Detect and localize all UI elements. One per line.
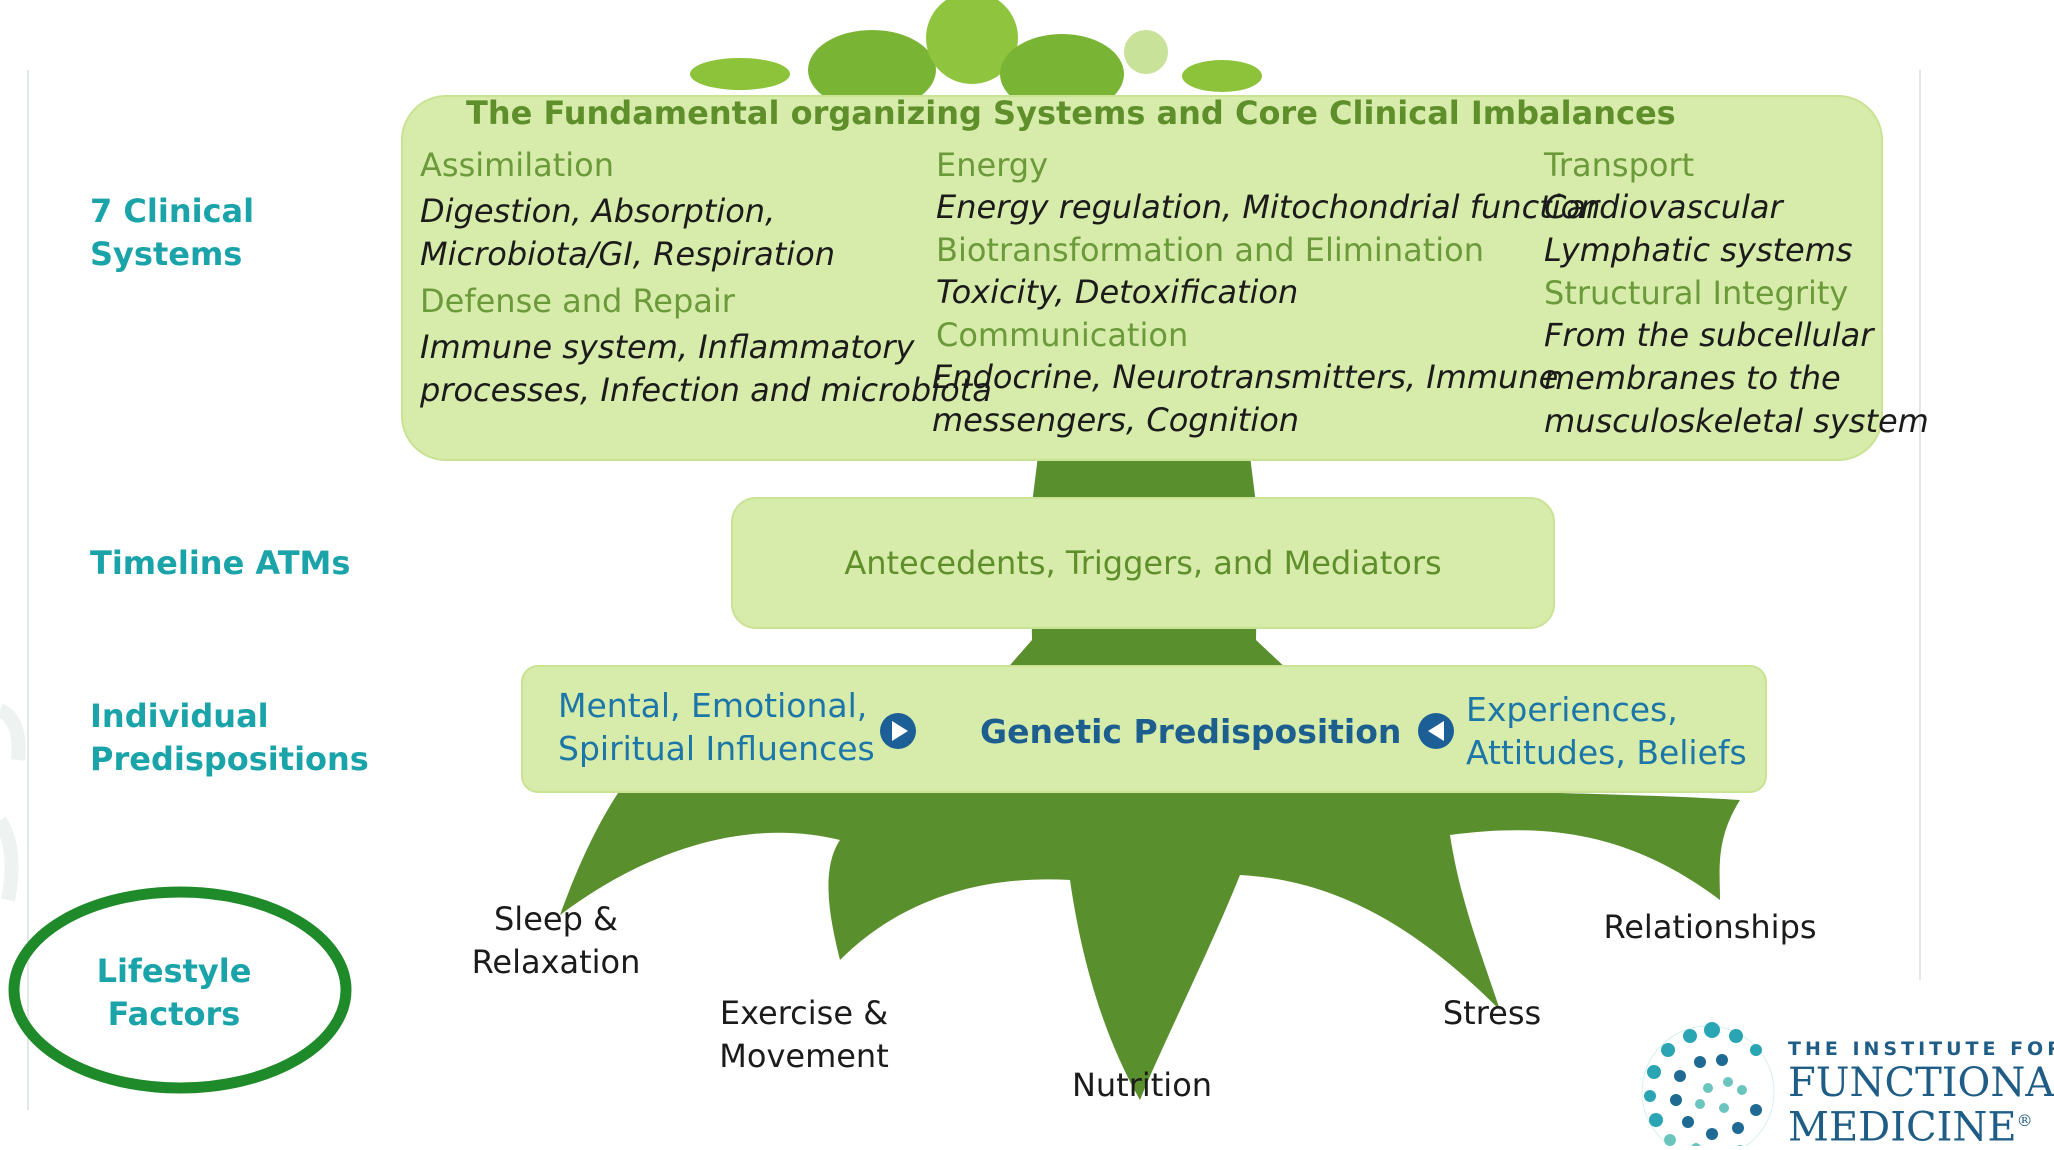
lifestyle-highlight-oval [8, 886, 352, 1094]
ifm-logo-text: THE INSTITUTE FOR FUNCTIONAL MEDICINE® [1788, 1038, 2054, 1147]
system-description-line: membranes to the [1544, 359, 1841, 397]
logo-line-3-text: MEDICINE [1788, 1104, 2017, 1150]
system-description-line: Digestion, Absorption, [420, 192, 776, 230]
system-heading: Assimilation [420, 146, 614, 184]
system-description-line: Endocrine, Neurotransmitters, Immune [932, 358, 1559, 396]
clinical-panel-title: The Fundamental organizing Systems and C… [466, 94, 1676, 132]
logo-line-3: MEDICINE® [1788, 1102, 2054, 1147]
lifestyle-label-line1: Lifestyle [96, 952, 252, 990]
logo-line-2: FUNCTIONAL [1788, 1060, 2054, 1106]
registered-mark: ® [2016, 1111, 2033, 1130]
system-heading: Communication [936, 316, 1189, 354]
system-description: Toxicity, Detoxification [936, 271, 1536, 314]
right-arrow-icon [880, 713, 916, 749]
genetic-predisposition-text: Genetic Predisposition [980, 712, 1402, 751]
predisposition-right-line: Experiences, [1466, 690, 1678, 729]
timeline-panel-text: Antecedents, Triggers, and Mediators [844, 544, 1442, 582]
root-label-line: Movement [719, 1037, 889, 1075]
system-description: Endocrine, Neurotransmitters, Immune mes… [932, 356, 1559, 442]
system-heading: Biotransformation and Elimination [936, 231, 1484, 269]
predisposition-panel-bg [521, 665, 1767, 793]
system-description: Cardiovascular Lymphatic systems [1544, 186, 1884, 272]
system-description-line: From the subcellular [1544, 316, 1874, 354]
system-description: Immune system, Inflammatory processes, I… [420, 326, 992, 412]
canopy-leaves [690, 0, 1262, 114]
system-description-line: Lymphatic systems [1544, 231, 1853, 269]
timeline-atms-label: Timeline ATMs [90, 544, 351, 582]
lifestyle-factors-label: Lifestyle Factors [94, 950, 254, 1036]
root-label-nutrition: Nutrition [1071, 1066, 1213, 1104]
tree-roots [560, 790, 1740, 1100]
logo-line-1: THE INSTITUTE FOR [1788, 1038, 2054, 1060]
clinical-col-3: Transport Cardiovascular Lymphatic syste… [1544, 144, 1929, 443]
individual-predispositions-label: Individual Predispositions [90, 695, 369, 781]
predisposition-left-line: Spiritual Influences [558, 729, 875, 768]
system-heading: Defense and Repair [420, 282, 735, 320]
system-description-line: Immune system, Inflammatory [420, 328, 915, 366]
root-label-line: Exercise & [719, 994, 889, 1032]
clinical-systems-label-line2: Systems [90, 235, 243, 273]
predisposition-right-line: Attitudes, Beliefs [1466, 733, 1747, 772]
clinical-systems-label-line1: 7 Clinical [90, 192, 255, 230]
clinical-systems-label: 7 Clinical Systems [90, 190, 254, 276]
system-description-line: messengers, Cognition [932, 401, 1300, 439]
left-arrow-icon [1418, 713, 1454, 749]
predisposition-right-text: Experiences, Attitudes, Beliefs [1466, 688, 1747, 774]
individual-label-line2: Predispositions [90, 740, 369, 778]
root-label-relationships: Relationships [1603, 908, 1817, 946]
root-label-line: Sleep & [493, 900, 618, 938]
predisposition-left-text: Mental, Emotional, Spiritual Influences [558, 684, 875, 770]
root-label-exercise: Exercise & Movement [704, 992, 904, 1078]
system-description: From the subcellular membranes to the mu… [1544, 314, 1929, 443]
system-description-line: processes, Infection and microbiota [420, 371, 992, 409]
root-label-stress: Stress [1442, 994, 1542, 1032]
predisposition-left-line: Mental, Emotional, [558, 686, 868, 725]
system-description: Energy regulation, Mitochondrial functio… [936, 186, 1601, 229]
lifestyle-label-line2: Factors [107, 995, 241, 1033]
system-description-line: Toxicity, Detoxification [936, 273, 1299, 311]
system-description-line: Cardiovascular [1544, 188, 1783, 226]
system-description-line: musculoskeletal system [1544, 402, 1929, 440]
system-description-line: Energy regulation, Mitochondrial functio… [936, 188, 1601, 226]
system-heading: Structural Integrity [1544, 274, 1849, 312]
root-label-sleep: Sleep & Relaxation [466, 898, 646, 984]
system-heading: Energy [936, 146, 1049, 184]
system-description: Digestion, Absorption, Microbiota/GI, Re… [420, 190, 940, 276]
system-heading: Transport [1544, 146, 1695, 184]
system-description-line: Microbiota/GI, Respiration [420, 235, 835, 273]
ifm-logo-mark [1641, 1022, 1775, 1146]
clinical-systems-panel-bg [401, 95, 1883, 461]
clinical-col-1: Assimilation Digestion, Absorption, Micr… [420, 144, 992, 412]
individual-label-line1: Individual [90, 697, 269, 735]
root-label-line: Relaxation [471, 943, 641, 981]
clinical-col-2: Energy Energy regulation, Mitochondrial … [932, 144, 1601, 442]
timeline-panel-bg [731, 497, 1555, 629]
